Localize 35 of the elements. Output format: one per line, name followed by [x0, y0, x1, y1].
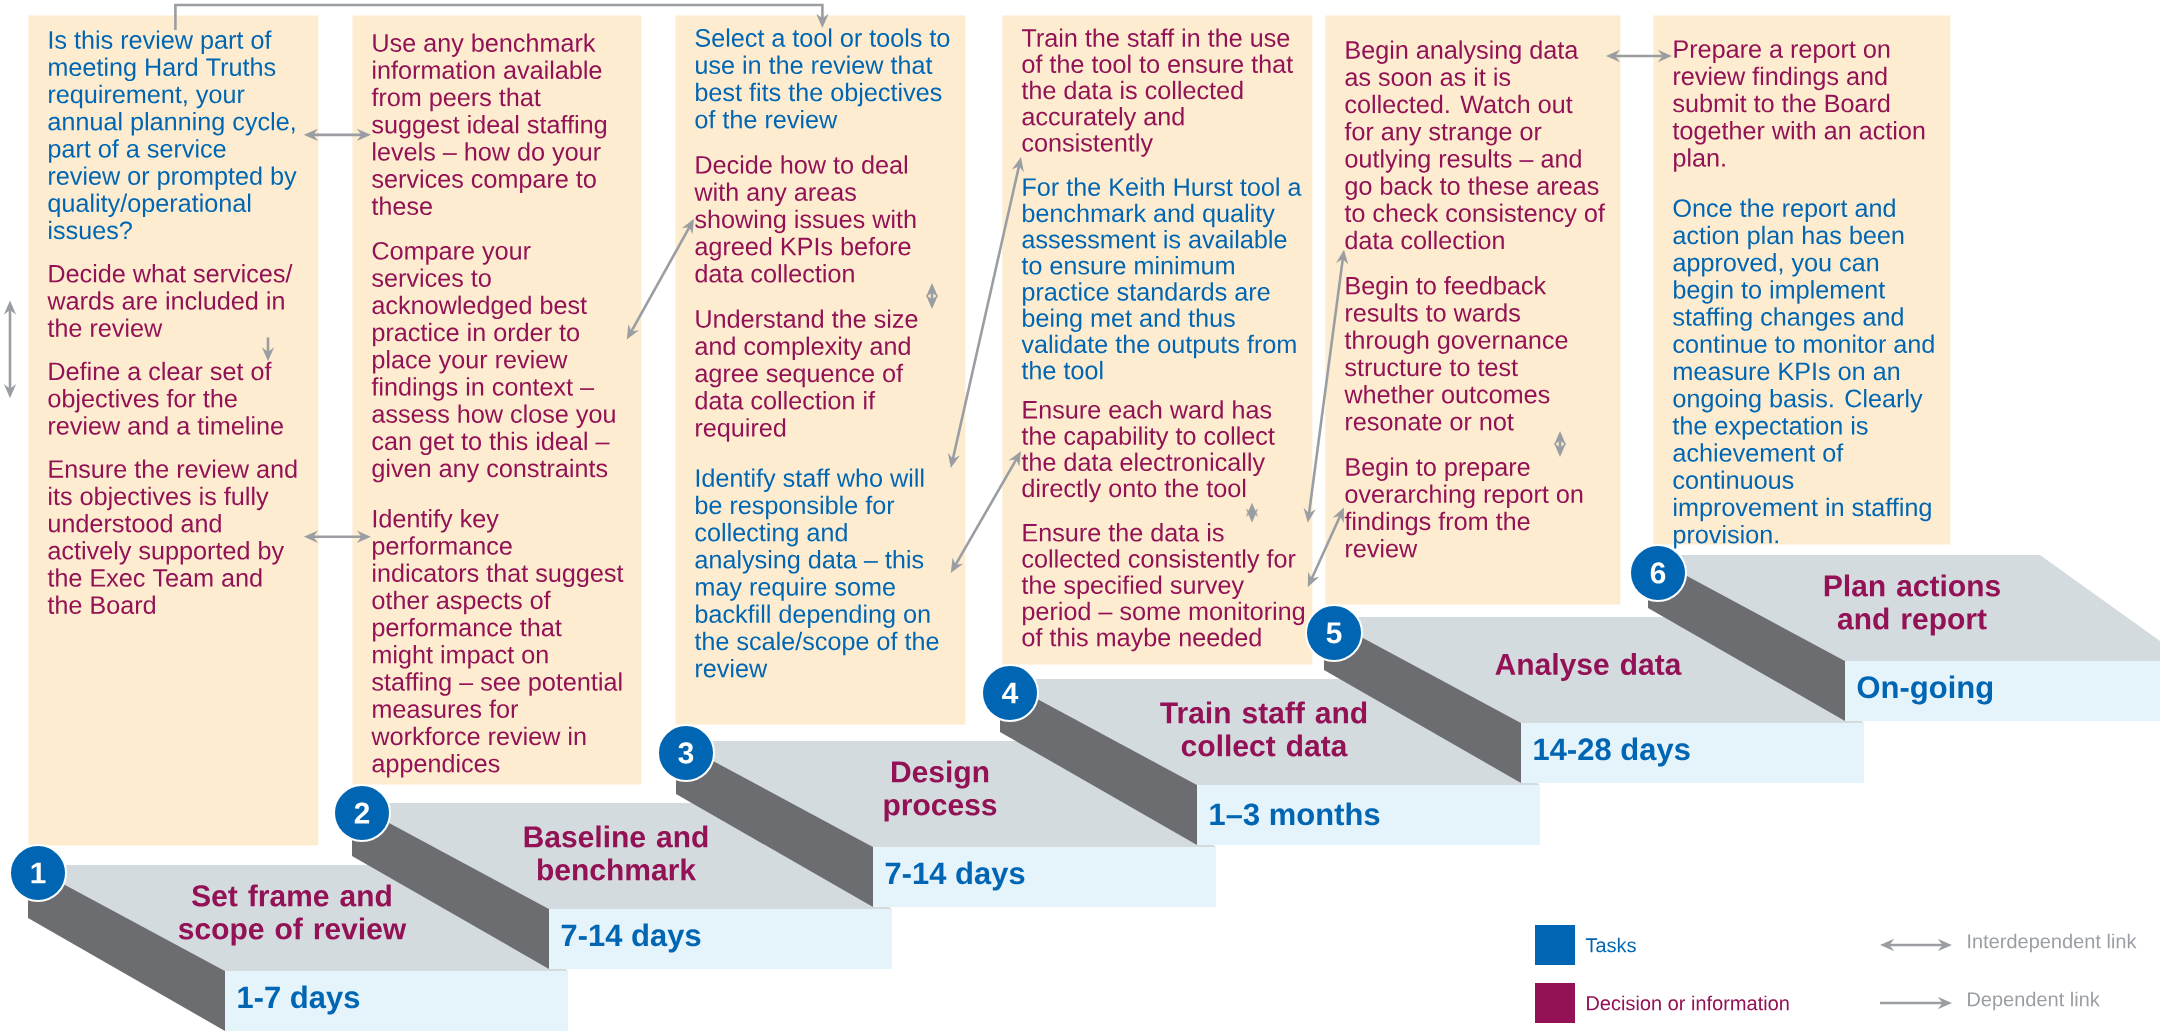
- arrow: [174, 3, 829, 30]
- column-panel: [675, 15, 966, 725]
- paragraph: Use any benchmark information available from peers that suggest ideal staffing levels – how do your services compare to these: [371, 33, 607, 216]
- legend-label: Interdependent link: [1968, 933, 2137, 953]
- step-number: 4: [981, 664, 1039, 722]
- paragraph: Begin to prepare overarching report on findings from the review: [1344, 457, 1583, 558]
- paragraph: Is this review part of meeting Hard Truths requirement, your annual planning cycle, part of a service review or prompted by quality/operational issues?: [48, 30, 297, 240]
- step-number: 5: [1305, 604, 1363, 662]
- paragraph: Begin analysing data as soon as it is collected. Watch out for any strange or outlying results – and go back to these areas to check consistency of data collection: [1344, 40, 1605, 250]
- paragraph: Identify key performance indicators that suggest other aspects of performance that might impact on staffing – see potential measures for workforce review in appendices: [371, 509, 624, 778]
- step-number: 1: [9, 844, 67, 902]
- legend-label: Tasks: [1585, 937, 1636, 953]
- paragraph: Define a clear set of objectives for the review and a timeline: [48, 361, 283, 435]
- paragraph: Compare your services to acknowledged best practice in order to place your review findings in context – assess how close you can get to this ideal – given any constraints: [371, 241, 615, 483]
- paragraph: Understand the size and complexity and agree sequence of data collection if required: [695, 309, 918, 442]
- paragraph: For the Keith Hurst tool a benchmark and quality assessment is available to ensure minimum practice standards are being met and thus validate the outputs from the tool: [1021, 177, 1302, 380]
- legend-label: Decision or information: [1587, 995, 1789, 1011]
- column-panel: [1002, 15, 1313, 665]
- paragraph: Ensure each ward has the capability to collect the data electronically directly onto the tool: [1021, 400, 1275, 503]
- paragraph: Select a tool or tools to use in the review that best fits the objectives of the review: [695, 28, 950, 129]
- column-panel: [352, 15, 642, 785]
- paragraph: Begin to feedback results to wards through governance structure to test whether outcomes resonate or not: [1344, 276, 1568, 431]
- step-number: 2: [333, 784, 391, 842]
- paragraph: Ensure the review and its objectives is fully understood and actively supported by the Exec Team and the Board: [47, 459, 297, 614]
- column-panel: [1325, 15, 1621, 605]
- paragraph: Identify staff who will be responsible for collecting and analysing data – this may require some backfill depending on the scale/scope of the review: [694, 468, 939, 678]
- step-number: 3: [657, 724, 715, 782]
- paragraph: Train the staff in the use of the tool to ensure that the data is collected accurately and consistently: [1021, 28, 1293, 157]
- legend-label: Dependent link: [1968, 991, 2100, 1011]
- paragraph: Decide what services/ wards are included in the review: [47, 264, 293, 337]
- paragraph: Prepare a report on review findings and submit to the Board together with an action plan.: [1672, 40, 1925, 172]
- paragraph: Decide how to deal with any areas showing issues with agreed KPIs before data collection: [694, 155, 916, 283]
- paragraph: Ensure the data is collected consistently for the specified survey period – some monitoring of this maybe needed: [1021, 523, 1305, 652]
- column-panel: [28, 15, 319, 846]
- node-label: 1-7 days: [238, 985, 360, 1015]
